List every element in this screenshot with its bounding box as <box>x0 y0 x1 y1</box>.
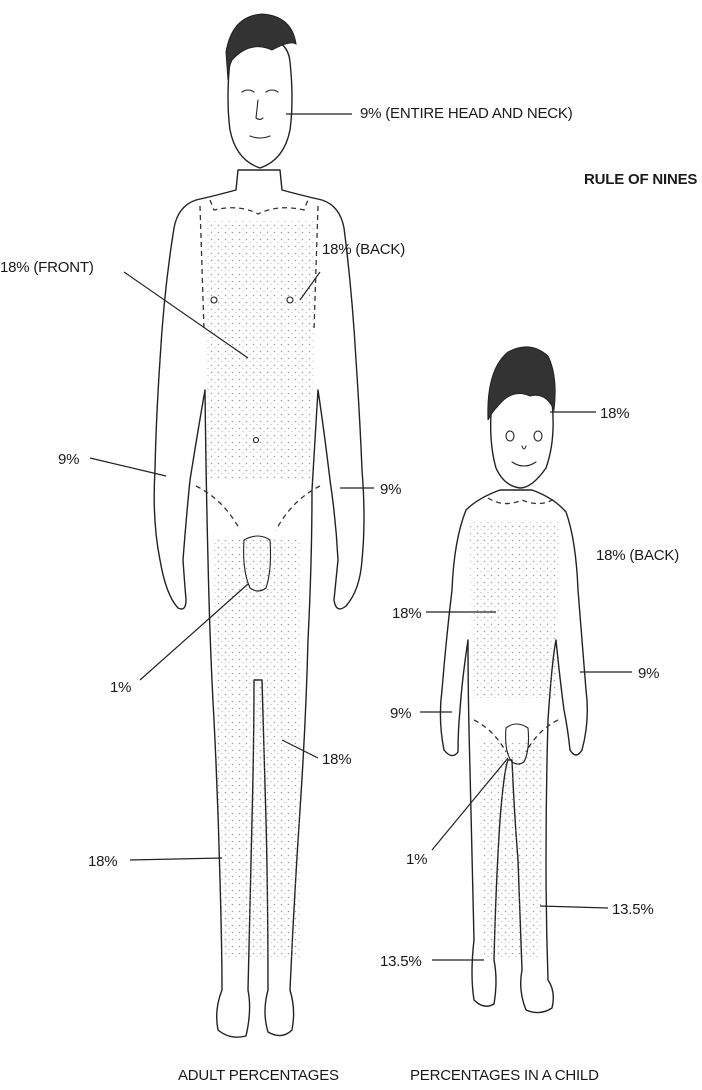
adult-head <box>228 36 292 168</box>
adult-left-leg-leader <box>130 858 222 860</box>
child-genitals-label: 1% <box>406 851 427 868</box>
adult-right-arm-label: 9% <box>380 481 401 498</box>
adult-figure <box>154 14 364 1037</box>
adult-left-leg-label: 18% <box>88 853 117 870</box>
adult-shading <box>205 220 315 960</box>
child-back-label: 18% (BACK) <box>596 547 679 564</box>
diagram-title: RULE OF NINES <box>584 171 697 188</box>
adult-front-label: 18% (FRONT) <box>0 259 94 276</box>
child-front-label: 18% <box>392 605 421 622</box>
child-right-arm-label: 9% <box>390 705 411 722</box>
child-left-leg-label: 13.5% <box>612 901 654 918</box>
adult-head-neck-label: 9% (ENTIRE HEAD AND NECK) <box>360 105 573 122</box>
adult-back-label: 18% (BACK) <box>322 241 405 258</box>
child-left-arm-label: 9% <box>638 665 659 682</box>
child-figure <box>440 347 587 1013</box>
child-right-leg-label: 13.5% <box>380 953 422 970</box>
adult-right-leg-label: 18% <box>322 751 351 768</box>
adult-left-arm-label: 9% <box>58 451 79 468</box>
adult-caption: ADULT PERCENTAGES <box>178 1067 339 1084</box>
adult-genitals-label: 1% <box>110 679 131 696</box>
child-left-leg-leader <box>540 906 608 908</box>
child-head-label: 18% <box>600 405 629 422</box>
child-caption: PERCENTAGES IN A CHILD <box>410 1067 599 1084</box>
